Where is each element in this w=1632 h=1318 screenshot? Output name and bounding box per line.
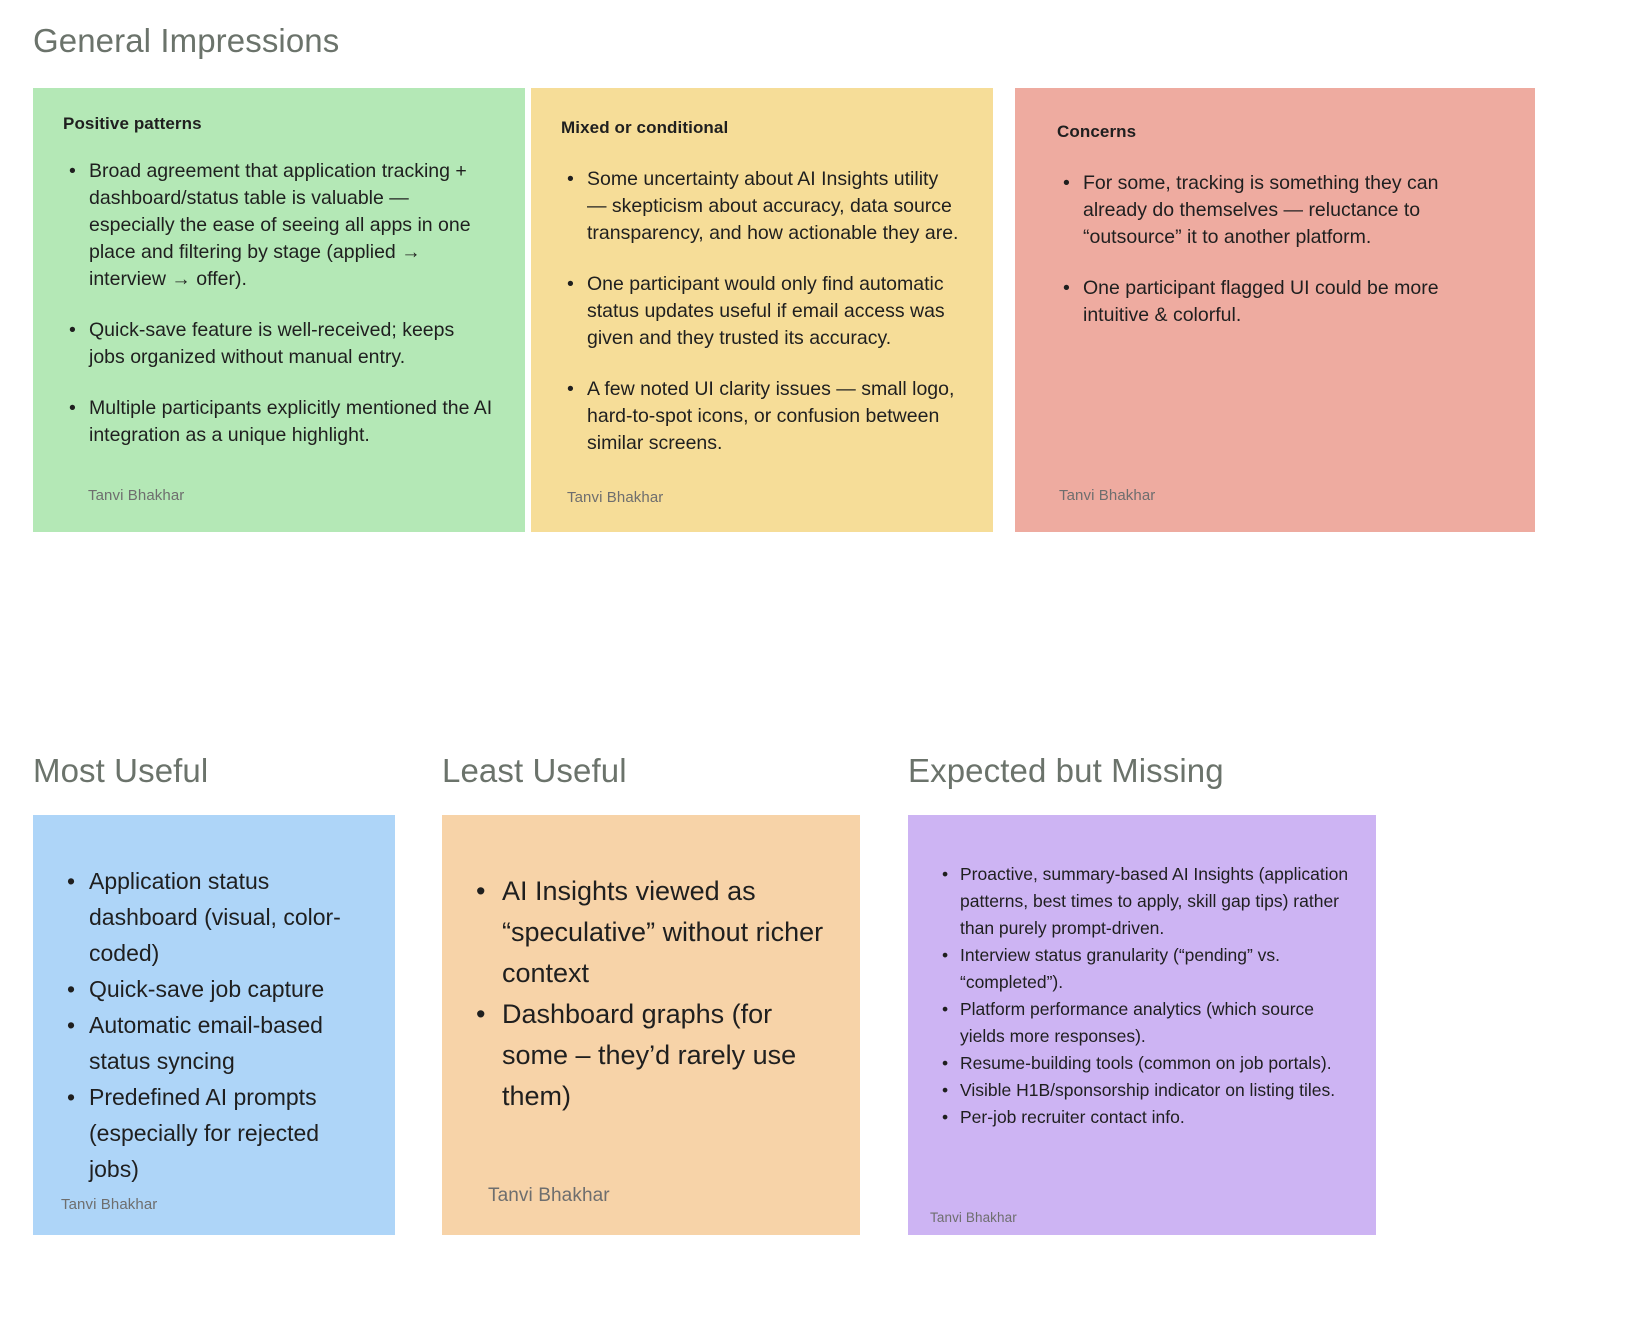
section-heading-least-useful: Least Useful (442, 752, 627, 789)
list-item: Predefined AI prompts (especially for re… (55, 1079, 373, 1187)
sticky-note-concerns[interactable]: Concerns For some, tracking is something… (1015, 88, 1535, 532)
sticky-note-most-useful[interactable]: Application status dashboard (visual, co… (33, 815, 395, 1235)
list-item: Proactive, summary-based AI Insights (ap… (928, 861, 1356, 942)
section-heading-general-impressions: General Impressions (33, 22, 340, 59)
sticky-note-least-useful[interactable]: AI Insights viewed as “speculative” with… (442, 815, 860, 1235)
list-item: Some uncertainty about AI Insights utili… (561, 166, 963, 247)
author-attribution: Tanvi Bhakhar (567, 489, 664, 506)
list-item: One participant flagged UI could be more… (1057, 275, 1505, 329)
list-item: Interview status granularity (“pending” … (928, 942, 1356, 996)
list-item: Platform performance analytics (which so… (928, 996, 1356, 1050)
list-item: One participant would only find automati… (561, 271, 963, 352)
list-item: Quick-save feature is well-received; kee… (63, 317, 495, 371)
sticky-note-mixed-or-conditional[interactable]: Mixed or conditional Some uncertainty ab… (531, 88, 993, 532)
author-attribution: Tanvi Bhakhar (488, 1185, 610, 1206)
bullet-list: Proactive, summary-based AI Insights (ap… (928, 861, 1356, 1131)
bullet-list: Broad agreement that application trackin… (63, 158, 495, 449)
list-item: Multiple participants explicitly mention… (63, 395, 495, 449)
card-title: Positive patterns (63, 114, 202, 133)
bullet-list: Application status dashboard (visual, co… (55, 863, 373, 1187)
bullet-list: For some, tracking is something they can… (1057, 170, 1505, 329)
list-item: Broad agreement that application trackin… (63, 158, 495, 293)
sticky-note-positive-patterns[interactable]: Positive patterns Broad agreement that a… (33, 88, 525, 532)
list-item: For some, tracking is something they can… (1057, 170, 1505, 251)
sticky-note-expected-but-missing[interactable]: Proactive, summary-based AI Insights (ap… (908, 815, 1376, 1235)
card-title: Concerns (1057, 122, 1137, 141)
list-item: AI Insights viewed as “speculative” with… (464, 871, 838, 994)
list-item: Dashboard graphs (for some – they’d rare… (464, 994, 838, 1117)
list-item: Visible H1B/sponsorship indicator on lis… (928, 1077, 1356, 1104)
section-heading-expected-but-missing: Expected but Missing (908, 752, 1224, 789)
list-item: Automatic email-based status syncing (55, 1007, 373, 1079)
list-item: A few noted UI clarity issues — small lo… (561, 376, 963, 457)
author-attribution: Tanvi Bhakhar (88, 487, 185, 504)
list-item: Quick-save job capture (55, 971, 373, 1007)
list-item: Resume-building tools (common on job por… (928, 1050, 1356, 1077)
author-attribution: Tanvi Bhakhar (930, 1210, 1017, 1225)
bullet-list: AI Insights viewed as “speculative” with… (464, 871, 838, 1117)
card-title: Mixed or conditional (561, 118, 729, 137)
list-item: Per-job recruiter contact info. (928, 1104, 1356, 1131)
author-attribution: Tanvi Bhakhar (61, 1196, 158, 1213)
author-attribution: Tanvi Bhakhar (1059, 487, 1156, 504)
list-item: Application status dashboard (visual, co… (55, 863, 373, 971)
section-heading-most-useful: Most Useful (33, 752, 209, 789)
bullet-list: Some uncertainty about AI Insights utili… (561, 166, 963, 457)
